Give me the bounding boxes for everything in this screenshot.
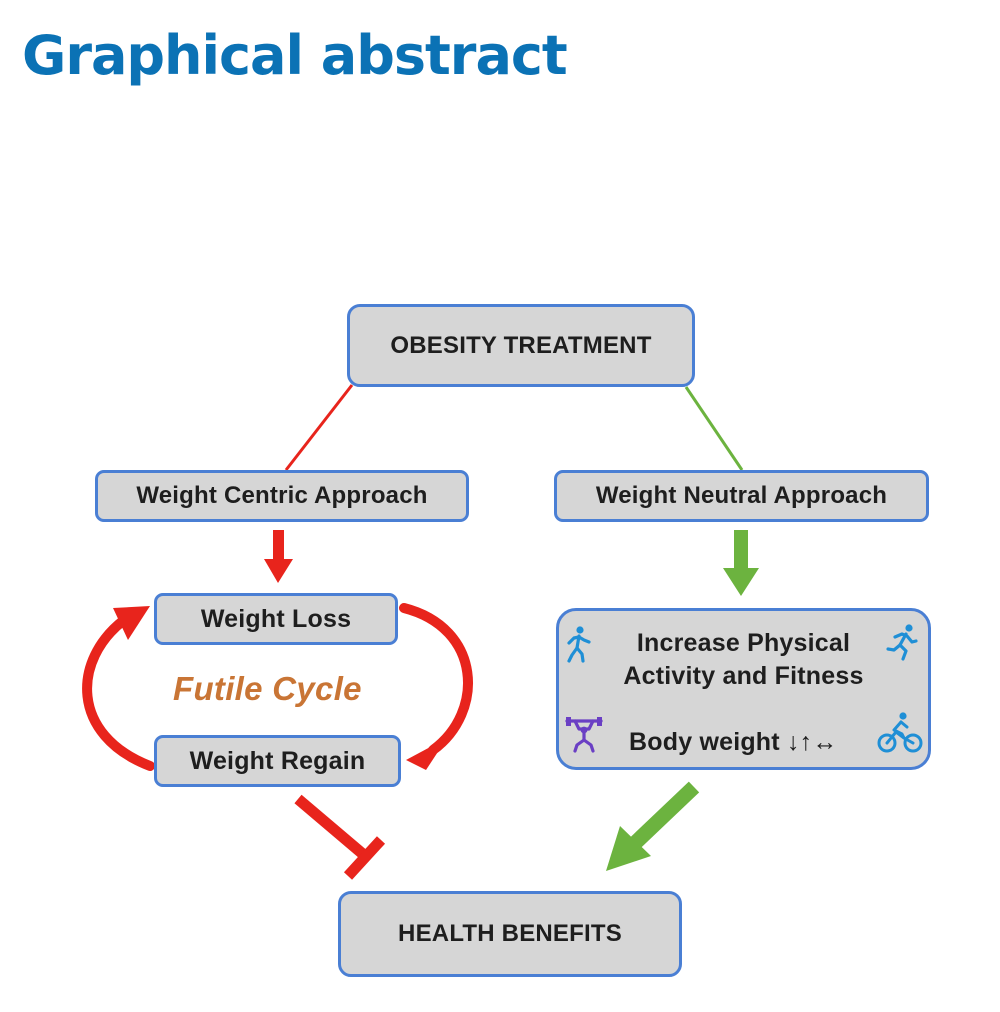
node-weight-regain: Weight Regain <box>154 735 401 787</box>
arrow-activity-to-health <box>606 781 700 871</box>
node-weight-neutral-approach: Weight Neutral Approach <box>554 470 929 522</box>
node-physical-activity: Increase Physical Activity and Fitness B… <box>556 608 931 770</box>
node-weight-loss: Weight Loss <box>154 593 398 645</box>
inhibit-arrow-regain-to-health <box>294 794 386 880</box>
line-to-weight-neutral <box>684 386 744 471</box>
line-to-weight-centric <box>284 384 354 471</box>
arrow-centric-to-loss <box>264 530 293 583</box>
activity-label-line2: Activity and Fitness <box>623 662 864 690</box>
page-title: Graphical abstract <box>22 24 568 87</box>
body-weight-label: Body weight ↓↑↔ <box>629 728 838 756</box>
weightlifter-icon <box>565 717 603 753</box>
futile-cycle-label: Futile Cycle <box>173 670 362 707</box>
cycle-arrow-regain-to-loss <box>82 606 155 771</box>
activity-label: Increase Physical Activity and Fitness <box>559 627 928 693</box>
arrow-neutral-to-activity <box>723 530 759 596</box>
cycle-arrow-loss-to-regain <box>399 603 473 770</box>
running-person-icon <box>886 624 918 661</box>
node-obesity-treatment: OBESITY TREATMENT <box>347 304 695 387</box>
walking-person-icon <box>567 626 591 663</box>
node-health-benefits: HEALTH BENEFITS <box>338 891 682 977</box>
node-weight-centric-approach: Weight Centric Approach <box>95 470 469 522</box>
cyclist-icon <box>877 712 923 753</box>
activity-label-line1: Increase Physical <box>636 629 851 657</box>
